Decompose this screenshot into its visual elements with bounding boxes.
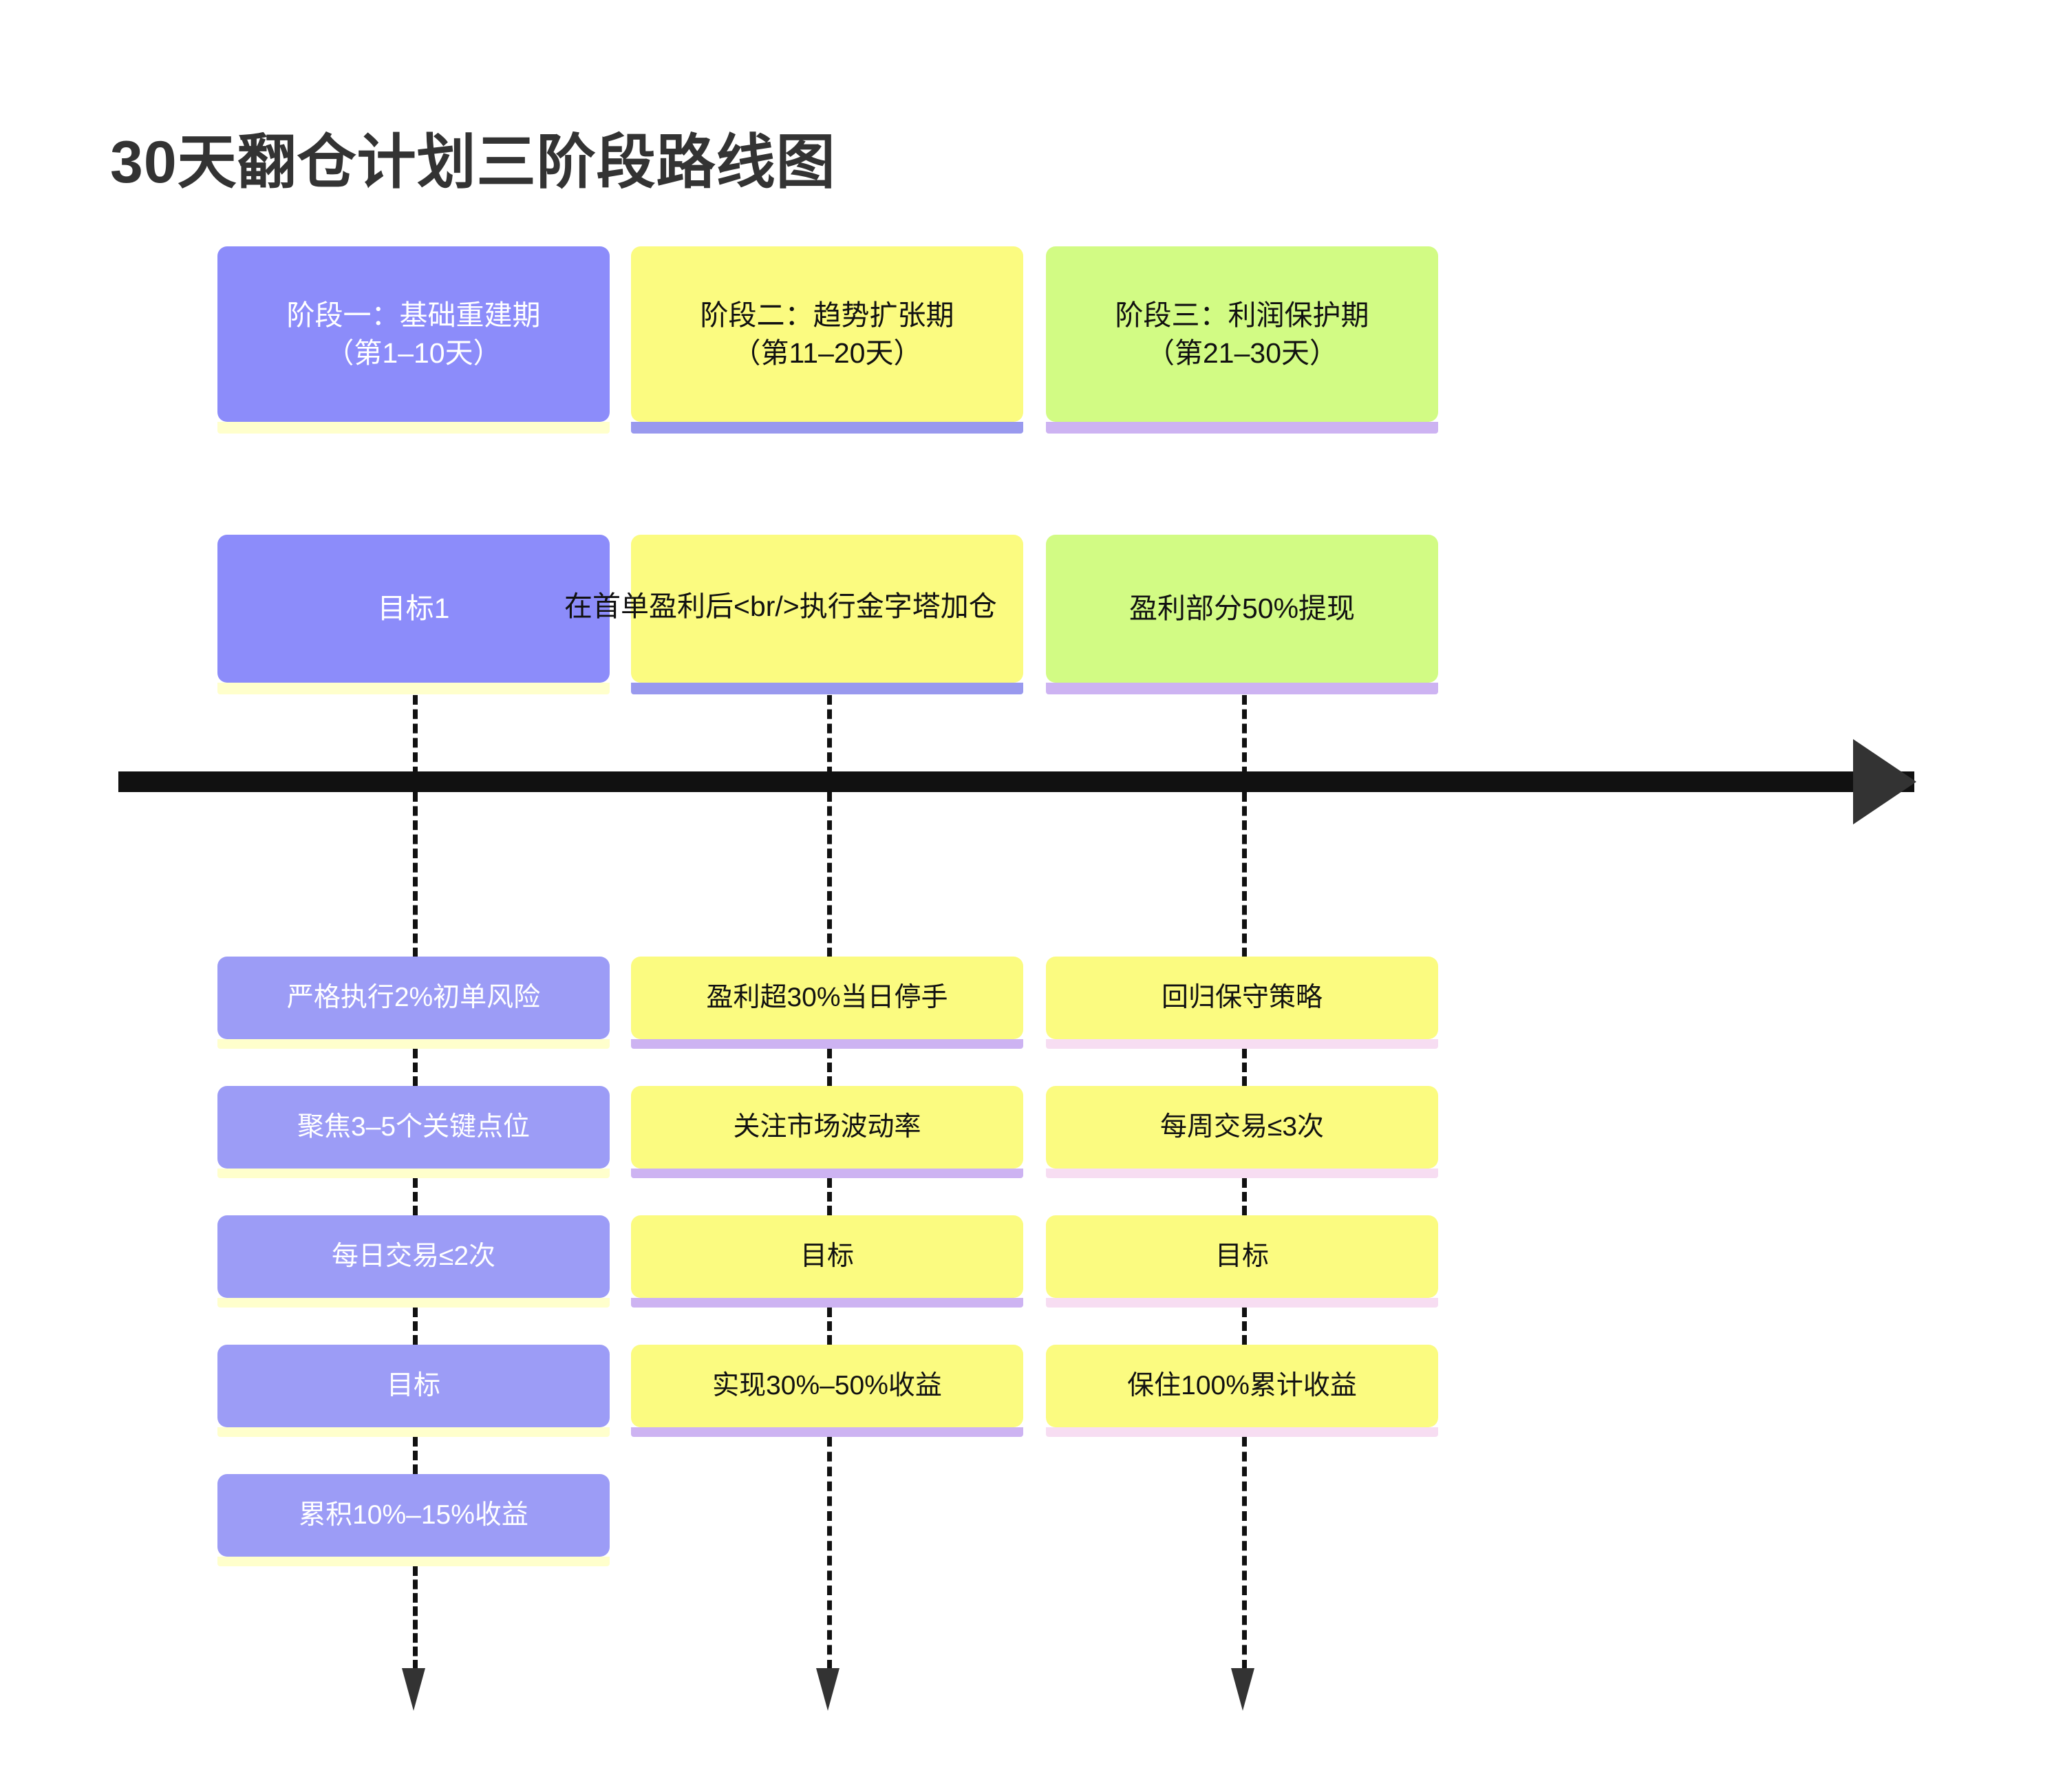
- page-title: 30天翻仓计划三阶段路线图: [110, 129, 836, 195]
- item-card-2-2[interactable]: 关注市场波动率: [631, 1086, 1023, 1169]
- item-card-2-1[interactable]: 盈利超30%当日停手: [631, 957, 1023, 1039]
- item-card-3-1[interactable]: 回归保守策略: [1046, 957, 1438, 1039]
- item-accent-2-2: [631, 1169, 1023, 1178]
- item-label-3-2: 每周交易≤3次: [1159, 1112, 1325, 1142]
- item-label-1-4: 目标: [386, 1371, 440, 1401]
- connector-mid-2: [827, 792, 832, 957]
- item-connector-1-3: [413, 1308, 418, 1345]
- item-accent-3-2: [1046, 1169, 1438, 1178]
- goal-accent-1: [217, 683, 610, 694]
- item-connector-3-3: [1242, 1308, 1247, 1345]
- goal-label-2-clip: 在首单盈利后<br/>执行金字塔加仓: [564, 535, 1046, 683]
- item-accent-2-4: [631, 1427, 1023, 1437]
- item-accent-1-3: [217, 1298, 610, 1308]
- item-card-1-2[interactable]: 聚焦3–5个关键点位: [217, 1086, 610, 1169]
- item-label-2-4: 实现30%–50%收益: [712, 1371, 942, 1401]
- item-card-1-5[interactable]: 累积10%–15%收益: [217, 1474, 610, 1557]
- tail-arrow-icon-3: [1231, 1668, 1254, 1711]
- goal-label-2: 在首单盈利后<br/>执行金字塔加仓: [564, 590, 997, 622]
- item-accent-3-3: [1046, 1298, 1438, 1308]
- item-accent-3-4: [1046, 1427, 1438, 1437]
- tail-arrow-icon-1: [402, 1668, 425, 1711]
- item-connector-3-2: [1242, 1178, 1247, 1215]
- item-card-1-4[interactable]: 目标: [217, 1345, 610, 1427]
- tail-connector-1: [413, 1566, 418, 1670]
- item-card-1-1[interactable]: 严格执行2%初单风险: [217, 957, 610, 1039]
- tail-connector-3: [1242, 1437, 1247, 1670]
- goal-label-1: 目标1: [377, 593, 450, 625]
- timeline-arrowhead-icon: [1853, 739, 1916, 824]
- item-label-3-4: 保住100%累计收益: [1127, 1371, 1357, 1401]
- item-connector-1-1: [413, 1049, 418, 1086]
- tail-arrow-icon-2: [816, 1668, 839, 1711]
- item-connector-1-2: [413, 1178, 418, 1215]
- phase-header-accent-3: [1046, 422, 1438, 434]
- goal-card-3[interactable]: 盈利部分50%提现: [1046, 535, 1438, 683]
- item-label-3-1: 回归保守策略: [1161, 983, 1323, 1013]
- item-accent-3-1: [1046, 1039, 1438, 1049]
- item-card-2-4[interactable]: 实现30%–50%收益: [631, 1345, 1023, 1427]
- phase-header-label-3: 阶段三：利润保护期（第21–30天）: [1115, 299, 1369, 369]
- goal-card-2[interactable]: [631, 535, 1023, 683]
- item-connector-3-1: [1242, 1049, 1247, 1086]
- phase-header-accent-2: [631, 422, 1023, 434]
- item-label-2-3: 目标: [800, 1241, 854, 1272]
- timeline-axis: [118, 771, 1914, 792]
- item-card-3-4[interactable]: 保住100%累计收益: [1046, 1345, 1438, 1427]
- item-accent-1-5: [217, 1557, 610, 1566]
- phase-header-label-1: 阶段一：基础重建期（第1–10天）: [286, 299, 541, 369]
- goal-label-3: 盈利部分50%提现: [1128, 593, 1356, 625]
- item-connector-2-1: [827, 1049, 832, 1086]
- phase-header-accent-1: [217, 422, 610, 434]
- item-accent-1-2: [217, 1169, 610, 1178]
- item-connector-2-2: [827, 1178, 832, 1215]
- item-card-2-3[interactable]: 目标: [631, 1215, 1023, 1298]
- item-connector-2-3: [827, 1308, 832, 1345]
- connector-top-1: [413, 695, 418, 776]
- item-accent-1-4: [217, 1427, 610, 1437]
- connector-mid-1: [413, 792, 418, 957]
- goal-accent-3: [1046, 683, 1438, 694]
- goal-accent-2: [631, 683, 1023, 694]
- connector-top-3: [1242, 695, 1247, 776]
- item-connector-1-4: [413, 1437, 418, 1474]
- goal-card-1[interactable]: 目标1: [217, 535, 610, 683]
- item-card-3-3[interactable]: 目标: [1046, 1215, 1438, 1298]
- item-label-2-1: 盈利超30%当日停手: [706, 983, 948, 1013]
- phase-header-card-3[interactable]: 阶段三：利润保护期（第21–30天）: [1046, 246, 1438, 422]
- connector-top-2: [827, 695, 832, 776]
- item-accent-2-1: [631, 1039, 1023, 1049]
- phase-header-card-1[interactable]: 阶段一：基础重建期（第1–10天）: [217, 246, 610, 422]
- item-label-3-3: 目标: [1215, 1241, 1269, 1272]
- connector-mid-3: [1242, 792, 1247, 957]
- item-label-1-2: 聚焦3–5个关键点位: [297, 1112, 531, 1142]
- item-label-1-3: 每日交易≤2次: [331, 1241, 496, 1272]
- item-label-2-2: 关注市场波动率: [733, 1112, 921, 1142]
- item-card-1-3[interactable]: 每日交易≤2次: [217, 1215, 610, 1298]
- item-card-3-2[interactable]: 每周交易≤3次: [1046, 1086, 1438, 1169]
- item-label-1-5: 累积10%–15%收益: [299, 1500, 528, 1530]
- item-label-1-1: 严格执行2%初单风险: [286, 983, 541, 1013]
- phase-header-label-2: 阶段二：趋势扩张期（第11–20天）: [700, 299, 954, 369]
- item-accent-1-1: [217, 1039, 610, 1049]
- tail-connector-2: [827, 1437, 832, 1670]
- item-accent-2-3: [631, 1298, 1023, 1308]
- phase-header-card-2[interactable]: 阶段二：趋势扩张期（第11–20天）: [631, 246, 1023, 422]
